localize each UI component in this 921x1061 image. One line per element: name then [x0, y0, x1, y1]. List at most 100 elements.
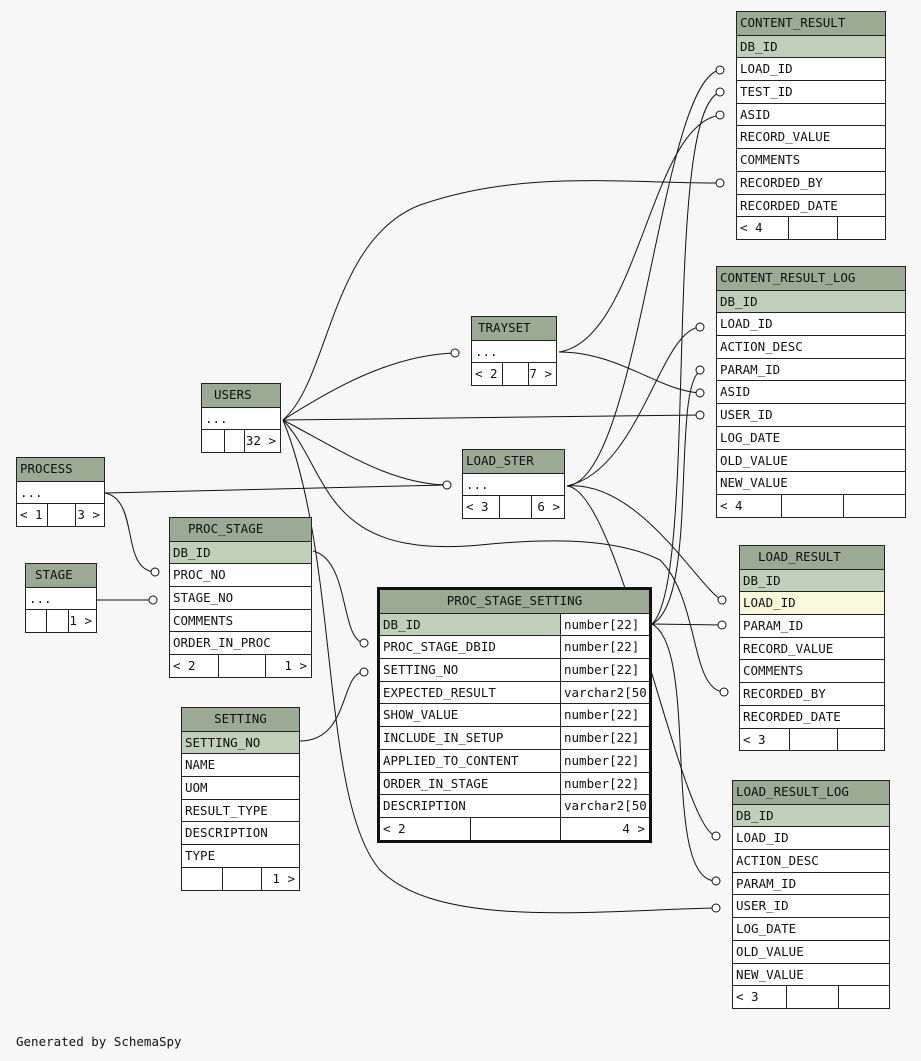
parents-count[interactable]: < 4	[720, 497, 743, 513]
column-row: DB_ID	[733, 803, 889, 827]
table-proc-stage-setting[interactable]: PROC_STAGE_SETTING DB_ID number[22] PROC…	[377, 587, 652, 843]
column-row: ...	[26, 586, 96, 610]
table-header: LOAD_STER	[463, 450, 564, 473]
column-row: NEW_VALUE	[717, 471, 905, 494]
column-row: EXPECTED_RESULT varchar2[50]	[380, 680, 649, 704]
table-trayset[interactable]: TRAYSET ... < 2 7 >	[471, 316, 557, 387]
footer-spacer	[499, 496, 531, 519]
column-row: RECORD_VALUE	[737, 125, 885, 148]
children-count[interactable]: 3 >	[75, 504, 104, 527]
column-row: NAME	[182, 753, 299, 776]
children-count[interactable]: 7 >	[528, 363, 556, 386]
column-row: DB_ID	[740, 568, 884, 592]
table-footer: 1 >	[182, 866, 299, 890]
column-row: LOG_DATE	[733, 917, 889, 940]
children-count[interactable]: 1 >	[68, 610, 96, 633]
column-row: STAGE_NO	[170, 586, 311, 609]
edge-users-trayset	[282, 352, 456, 421]
table-footer: < 3	[740, 727, 884, 751]
column-row: ...	[472, 339, 556, 363]
column-row: DESCRIPTION varchar2[50]	[380, 794, 649, 817]
column-name: PROC_STAGE_DBID	[383, 639, 496, 655]
children-count[interactable]	[843, 494, 905, 517]
table-header: PROCESS	[17, 458, 104, 481]
table-users[interactable]: USERS ... 32 >	[201, 383, 281, 454]
column-type: number[22]	[560, 749, 649, 772]
table-proc-stage[interactable]: PROC_STAGE DB_ID PROC_NO STAGE_NO COMMEN…	[169, 517, 312, 678]
edge-trayset-content_result	[558, 114, 723, 353]
parents-count[interactable]: < 4	[740, 220, 763, 236]
parents-count[interactable]: < 2	[383, 820, 406, 836]
table-footer: < 3	[733, 985, 889, 1008]
table-header: PROC_STAGE_SETTING	[380, 590, 649, 613]
parents-count[interactable]: < 1	[20, 507, 43, 523]
column-type: number[22]	[560, 704, 649, 727]
column-row: COMMENTS	[737, 148, 885, 171]
children-count[interactable]	[837, 728, 884, 751]
table-content-result-log[interactable]: CONTENT_RESULT_LOG DB_ID LOAD_ID ACTION_…	[716, 266, 906, 518]
edge-pss-content_result_log	[651, 369, 703, 625]
column-name: ORDER_IN_STAGE	[383, 775, 489, 791]
column-row: TEST_ID	[737, 80, 885, 103]
edge-load_ster-content_result	[566, 69, 721, 487]
table-load-result-log[interactable]: LOAD_RESULT_LOG DB_ID LOAD_ID ACTION_DES…	[732, 780, 890, 1009]
table-process[interactable]: PROCESS ... < 1 3 >	[16, 457, 105, 528]
children-count[interactable]: 4 >	[560, 817, 649, 840]
column-type: number[22]	[560, 613, 649, 636]
column-row: COMMENTS	[740, 659, 884, 682]
table-header: STAGE	[26, 564, 96, 587]
edge-users-load_result_log-user_id	[282, 419, 717, 914]
column-row: SETTING_NO number[22]	[380, 658, 649, 681]
column-type: number[22]	[560, 636, 649, 659]
column-row: PROC_STAGE_DBID number[22]	[380, 635, 649, 659]
column-row: SETTING_NO	[182, 730, 299, 754]
edge-proc_stage-proc_stage_setting	[312, 550, 365, 644]
column-type: number[22]	[560, 772, 649, 795]
column-name: INCLUDE_IN_SETUP	[383, 730, 504, 746]
children-count[interactable]: 1 >	[265, 655, 311, 677]
parents-count[interactable]: < 3	[466, 499, 489, 515]
column-row: ASID	[737, 102, 885, 126]
column-row: PARAM_ID	[717, 357, 905, 381]
footer-spacer	[470, 817, 560, 840]
children-count[interactable]	[838, 986, 889, 1008]
parents-count[interactable]	[202, 430, 224, 452]
column-name: DB_ID	[383, 616, 421, 632]
parents-count[interactable]	[182, 868, 222, 890]
column-row: TYPE	[182, 844, 299, 867]
column-row: OLD_VALUE	[717, 448, 905, 472]
edge-process-load_ster	[104, 484, 448, 494]
table-load-result[interactable]: LOAD_RESULT DB_ID LOAD_ID PARAM_ID RECOR…	[739, 545, 885, 752]
column-row: DB_ID	[170, 540, 311, 564]
table-content-result[interactable]: CONTENT_RESULT DB_ID LOAD_ID TEST_ID ASI…	[736, 11, 886, 240]
column-row: OLD_VALUE	[733, 939, 889, 963]
parents-count[interactable]: < 3	[743, 731, 766, 747]
column-row: RECORDED_BY	[740, 682, 884, 705]
table-footer: < 3 6 >	[463, 495, 564, 519]
table-stage[interactable]: STAGE ... 1 >	[25, 563, 97, 634]
parents-count[interactable]: < 3	[736, 989, 759, 1005]
column-row: PARAM_ID	[733, 871, 889, 895]
column-row: ACTION_DESC	[717, 335, 905, 358]
table-setting[interactable]: SETTING SETTING_NO NAME UOM RESULT_TYPE …	[181, 707, 300, 891]
children-count[interactable]: 32 >	[244, 430, 280, 453]
parents-count[interactable]: < 2	[475, 366, 498, 382]
edge-setting-proc_stage_setting	[299, 671, 365, 742]
children-count[interactable]	[837, 217, 885, 239]
parents-count[interactable]: < 2	[173, 658, 196, 674]
column-type: varchar2[50]	[560, 681, 649, 704]
column-type: varchar2[50]	[560, 795, 649, 817]
table-header: CONTENT_RESULT	[737, 12, 885, 35]
column-row: SHOW_VALUE number[22]	[380, 703, 649, 727]
parents-count[interactable]	[26, 610, 46, 632]
column-row: RECORDED_DATE	[737, 193, 885, 217]
table-load-ster[interactable]: LOAD_STER ... < 3 6 >	[462, 449, 565, 520]
children-count[interactable]: 1 >	[261, 867, 299, 890]
column-row: LOAD_ID	[737, 57, 885, 80]
table-header: CONTENT_RESULT_LOG	[717, 267, 905, 290]
children-count[interactable]: 6 >	[531, 496, 564, 519]
column-name: APPLIED_TO_CONTENT	[383, 752, 519, 768]
footer-spacer	[786, 986, 838, 1008]
column-row: DB_ID	[717, 289, 905, 313]
column-row: DESCRIPTION	[182, 821, 299, 844]
